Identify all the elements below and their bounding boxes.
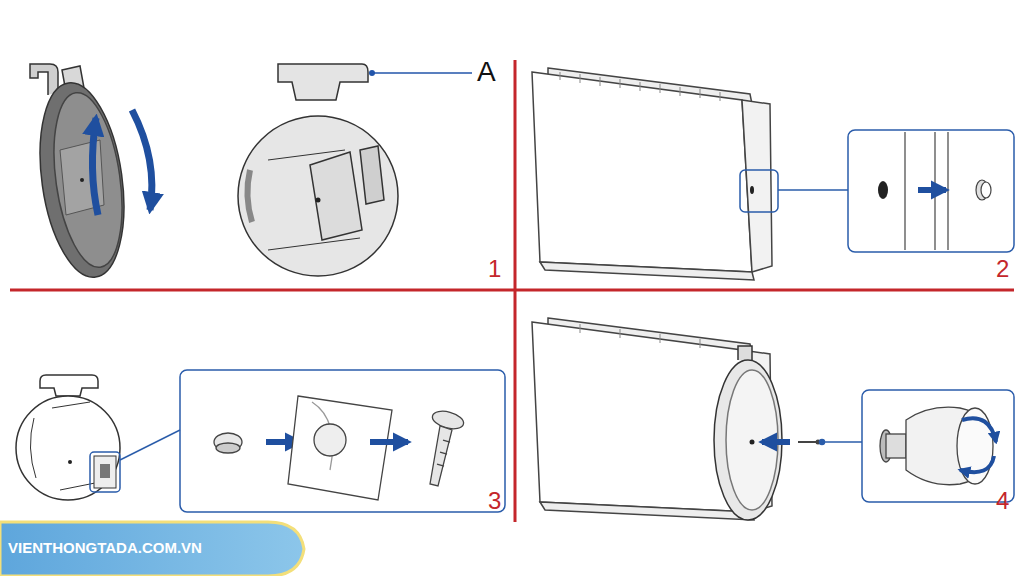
detail-callout bbox=[90, 370, 505, 512]
stand-attached bbox=[714, 346, 821, 520]
rotate-arrow bbox=[92, 118, 98, 215]
screw-tighten-detail bbox=[880, 407, 996, 485]
step-number: 1 bbox=[488, 256, 501, 282]
watermark-band bbox=[0, 522, 304, 576]
stand-front-view bbox=[238, 64, 398, 276]
panel-divider bbox=[10, 60, 1014, 522]
rotate-arrow bbox=[132, 110, 152, 210]
step-number: 2 bbox=[996, 256, 1009, 282]
step-number: 4 bbox=[996, 488, 1009, 514]
panel-divider bbox=[10, 289, 1014, 292]
panel-divider bbox=[514, 60, 517, 522]
stand-side-view bbox=[29, 64, 135, 283]
detail-callout bbox=[740, 130, 1014, 252]
screw-storage-detail bbox=[214, 396, 466, 500]
stand-base bbox=[16, 375, 120, 500]
cover-hole-detail bbox=[878, 132, 991, 250]
detail-callout bbox=[820, 390, 1015, 502]
part-letter: A bbox=[477, 57, 496, 88]
rotate-arrow bbox=[92, 110, 151, 215]
leader-line bbox=[369, 70, 472, 76]
step-number: 3 bbox=[488, 488, 501, 514]
watermark: VIENTHONGTADA.COM.VN bbox=[8, 540, 202, 557]
console bbox=[532, 68, 772, 280]
